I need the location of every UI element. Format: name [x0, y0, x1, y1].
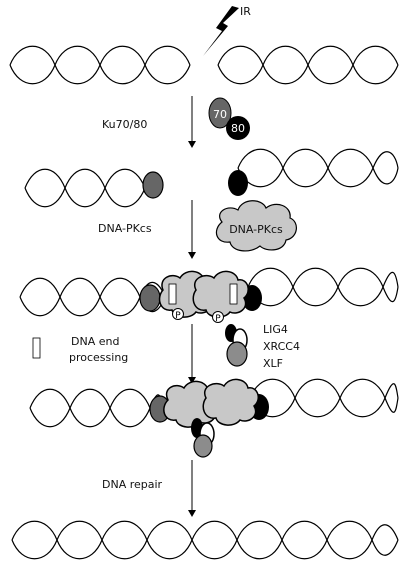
ku-heterodimer: 70 80 — [208, 97, 250, 140]
repair-step-label: DNA repair — [102, 478, 163, 491]
dna-right-strand-b — [247, 267, 399, 307]
phospho-right-badge — [212, 311, 224, 323]
dna-left-strand-a — [29, 388, 166, 428]
dna-left-strand-a — [24, 168, 146, 208]
end-processing-legend-icon — [32, 337, 41, 359]
end-processing-label-line2: processing — [69, 351, 128, 364]
xrcc4-label: XRCC4 — [263, 340, 300, 353]
ku70-synapsis — [139, 284, 161, 312]
ku70-subunit — [208, 97, 232, 129]
dna-repaired-strand-a — [11, 520, 399, 560]
phospho-left-badge — [172, 308, 184, 320]
dna-right-strand-a — [247, 267, 399, 307]
dna-left-strand-b — [24, 168, 146, 208]
dna-repaired-strand-b — [11, 520, 399, 560]
lig4-label: LIG4 — [263, 323, 288, 336]
dna-break-row — [9, 45, 399, 85]
dna-right-strand-b — [217, 45, 399, 85]
ir-label: IR — [240, 5, 251, 18]
xlf-subunit — [226, 341, 248, 367]
ku70-label: 70 — [213, 108, 227, 121]
xlf-label: XLF — [263, 357, 283, 370]
phospho-right-label: P — [215, 314, 221, 324]
dnapkcs-cloud-ligation-right — [202, 378, 259, 426]
dna-right-strand-b — [249, 378, 399, 418]
dna-right-strand-b — [237, 148, 399, 188]
ku70-bound-left — [142, 171, 164, 199]
dna-ku-row — [24, 148, 399, 208]
dnapkcs-cloud-right — [192, 270, 249, 318]
end-processing-marker-left — [168, 283, 177, 305]
ku80-label: 80 — [231, 122, 245, 135]
dnapkcs-cloud-label: DNA-PKcs — [229, 223, 283, 236]
ligase-complex-bound — [191, 418, 215, 458]
dna-repaired-row — [11, 520, 399, 560]
ku80-subunit — [226, 116, 250, 140]
xlf-bound — [193, 434, 213, 458]
dna-left-strand-b — [9, 45, 191, 85]
ku80-bound-right — [228, 170, 248, 196]
dnapk-step-label: DNA-PKcs — [98, 222, 152, 235]
phospho-left-label: P — [175, 311, 181, 321]
ligase-complex — [225, 324, 248, 367]
lightning-icon — [203, 6, 239, 56]
end-processing-label-line1: DNA end — [71, 335, 119, 348]
ku-step-label: Ku70/80 — [102, 118, 147, 131]
dna-left-strand-b — [29, 388, 166, 428]
end-processing-marker-right — [229, 283, 238, 305]
dnapkcs-cloud — [215, 200, 297, 252]
dna-right-strand-a — [237, 148, 399, 188]
